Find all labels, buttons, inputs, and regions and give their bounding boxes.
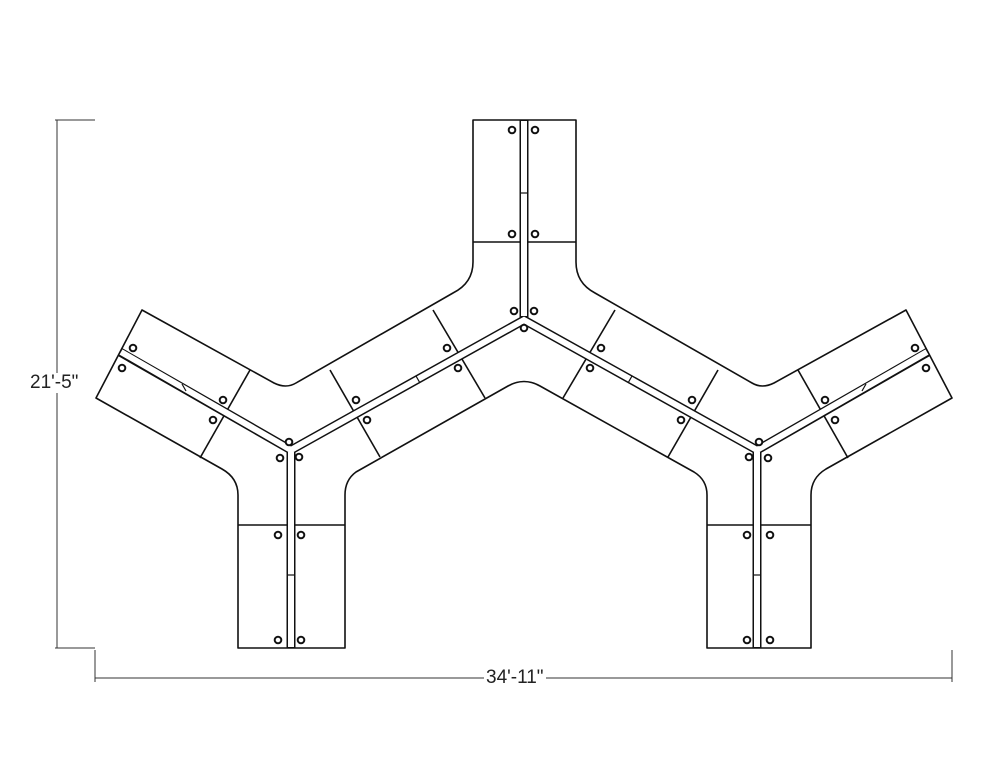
- width-dimension-label: 34'-11": [484, 667, 546, 688]
- bolt-marker: [273, 530, 283, 540]
- spine-panels: [117, 120, 931, 648]
- bolt-marker: [117, 363, 127, 373]
- bolt-marker: [296, 635, 306, 645]
- bolt-marker: [509, 306, 519, 316]
- bolt-marker: [294, 452, 304, 462]
- bolt-marker: [351, 395, 361, 405]
- bolt-marker: [596, 343, 606, 353]
- bolt-marker: [765, 635, 775, 645]
- desk-cluster-outline: [95, 119, 953, 649]
- bolt-marker: [453, 363, 463, 373]
- bolt-marker: [744, 452, 754, 462]
- bolt-marker: [830, 415, 840, 425]
- bolt-marker: [765, 530, 775, 540]
- bolt-marker: [585, 363, 595, 373]
- bolt-marker: [529, 306, 539, 316]
- bolt-marker: [275, 453, 285, 463]
- bolt-marker: [754, 437, 764, 447]
- bolt-marker: [284, 437, 294, 447]
- bolt-marker: [218, 395, 228, 405]
- bolt-marker: [507, 229, 517, 239]
- bolt-marker: [820, 395, 830, 405]
- bolt-marker: [128, 343, 138, 353]
- bolt-marker: [507, 125, 517, 135]
- bolt-marker: [273, 635, 283, 645]
- bolt-marker: [362, 415, 372, 425]
- bolt-markers: [117, 125, 931, 645]
- bolt-marker: [530, 229, 540, 239]
- dimension-lines: [55, 119, 953, 682]
- bolt-marker: [676, 415, 686, 425]
- height-dimension-label: 21'-5": [28, 372, 81, 393]
- bolt-marker: [921, 363, 931, 373]
- bolt-marker: [530, 125, 540, 135]
- bolt-marker: [687, 395, 697, 405]
- bolt-marker: [208, 415, 218, 425]
- bolt-marker: [763, 453, 773, 463]
- bolt-marker: [519, 323, 529, 333]
- bolt-marker: [442, 343, 452, 353]
- bolt-marker: [742, 530, 752, 540]
- bolt-marker: [296, 530, 306, 540]
- bolt-marker: [910, 343, 920, 353]
- bolt-marker: [742, 635, 752, 645]
